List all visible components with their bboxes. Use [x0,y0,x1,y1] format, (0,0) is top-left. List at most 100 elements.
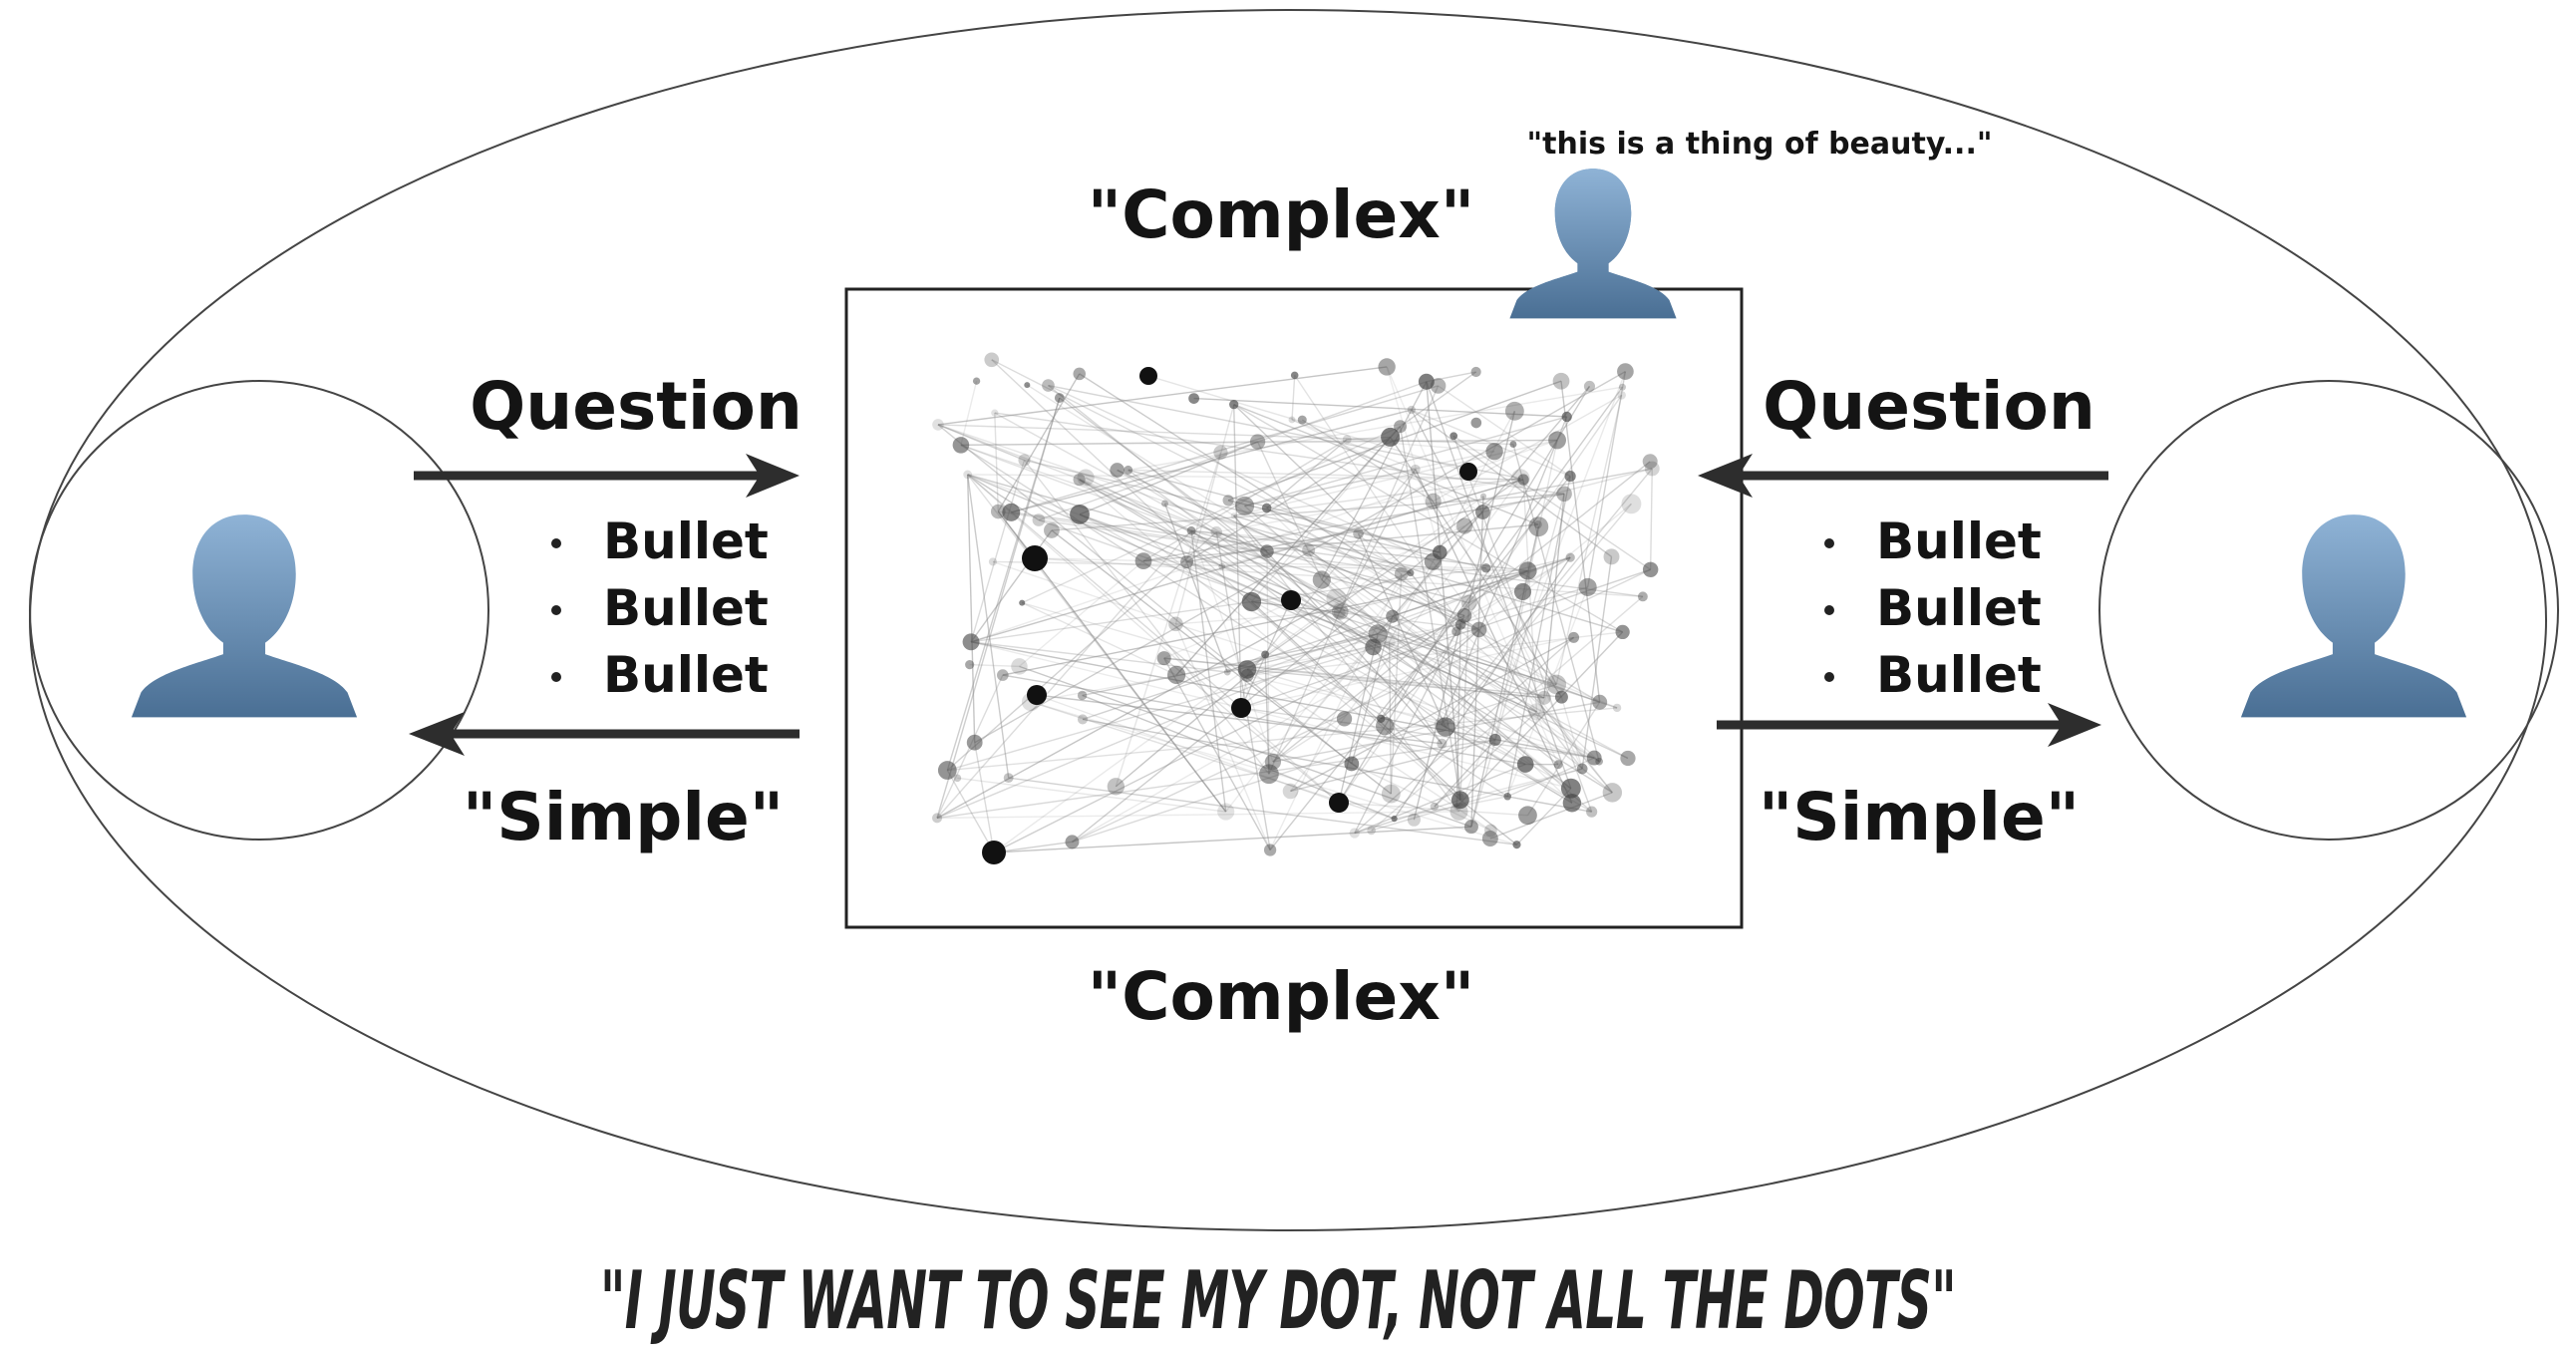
network-node [988,557,998,566]
network-edge [1649,468,1653,570]
network-edge [1048,385,1374,648]
network-edge [1426,381,1572,789]
network-node [1077,714,1089,725]
network-node [1180,555,1194,568]
network-edge [1521,526,1539,592]
network-edge [1291,419,1417,471]
network-node [1583,380,1596,392]
network-edge [1079,479,1223,567]
network-edge [1351,763,1491,832]
network-edge [960,444,1192,531]
network-node [1222,495,1234,507]
question-label-right: Question [1763,368,2095,445]
network-node [1065,835,1080,849]
network-edge [1272,628,1480,763]
network-node [1134,552,1152,570]
network-edge [1127,469,1441,553]
network-edge [1411,409,1612,557]
network-edge [1002,674,1526,766]
network-node [1603,548,1620,565]
network-edge [1256,441,1323,580]
network-edge [1338,394,1623,804]
network-edge [1244,469,1416,508]
network-node [1407,405,1416,415]
network-node [1617,363,1634,380]
network-edge [1163,657,1562,698]
network-edge [1543,494,1565,698]
network-edge [1232,404,1242,709]
network-edge [1034,557,1486,569]
network-node [1536,690,1551,705]
bullet-item: Bullet [1876,646,2042,704]
network-edge [1272,633,1379,763]
network-node [1386,609,1400,623]
network-node [1022,545,1048,571]
network-edge [1338,802,1528,817]
network-edge [937,424,1353,765]
network-edge [1515,788,1572,846]
network-edge [1441,468,1653,726]
network-edge [1246,628,1479,671]
network-node [997,669,1009,681]
network-edge [947,707,1618,772]
top-person-icon-overlay [1509,169,1677,319]
network-edge [1246,469,1417,677]
network-node [1512,841,1521,849]
network-node [1410,464,1421,475]
network-edge [1072,556,1571,843]
network-edge [1400,371,1477,428]
network-edge [993,614,1465,853]
network-node [1260,544,1274,558]
network-node [1425,493,1442,509]
bullet-item: Bullet [1876,512,2042,570]
network-edge [1246,478,1521,671]
right-user-circle [2098,380,2559,841]
network-node [1561,411,1572,423]
network-edge [1079,373,1480,631]
network-edge [1163,657,1340,804]
network-edge [1142,523,1538,562]
network-edge [1269,573,1403,850]
network-node [1188,393,1199,405]
network-node [1504,401,1524,421]
network-edge [1163,524,1465,659]
tagline: "I JUST WANT TO SEE MY DOT, NOT ALL THE … [600,1254,1956,1347]
network-node [1621,494,1642,514]
network-edge [1190,530,1227,813]
network-node [1470,417,1482,429]
network-node [1451,626,1461,637]
network-node [1586,750,1602,766]
network-edge [1233,404,1539,525]
network-edge [966,474,976,743]
network-edge [937,424,1309,551]
network-node [1456,517,1473,534]
network-edge [1426,381,1461,801]
network-edge [937,366,1388,426]
network-edge [1266,551,1270,775]
network-node [1528,516,1549,537]
network-edge [970,460,1026,643]
network-edge [1163,657,1271,850]
network-edge [1433,394,1623,503]
bullet-item: Bullet [603,579,769,637]
network-node [1637,591,1648,602]
network-edge [1246,674,1595,759]
network-node [1259,764,1279,785]
network-edge [946,397,1061,771]
network-node [1288,416,1296,424]
network-edge [1560,696,1583,770]
network-edge [1434,711,1537,808]
network-node [1042,379,1055,392]
network-node [1449,802,1468,821]
network-node [1241,591,1262,612]
network-edge [1482,468,1653,513]
arrow-right-to-center [1698,454,2108,498]
network-edge [1011,385,1439,513]
network-node [990,504,1006,519]
network-edge [1478,628,1613,794]
network-edge [1392,615,1613,794]
network-edge [1354,615,1465,834]
network-edge [1394,796,1508,820]
network-edge [1290,599,1618,709]
network-node [1437,738,1448,749]
